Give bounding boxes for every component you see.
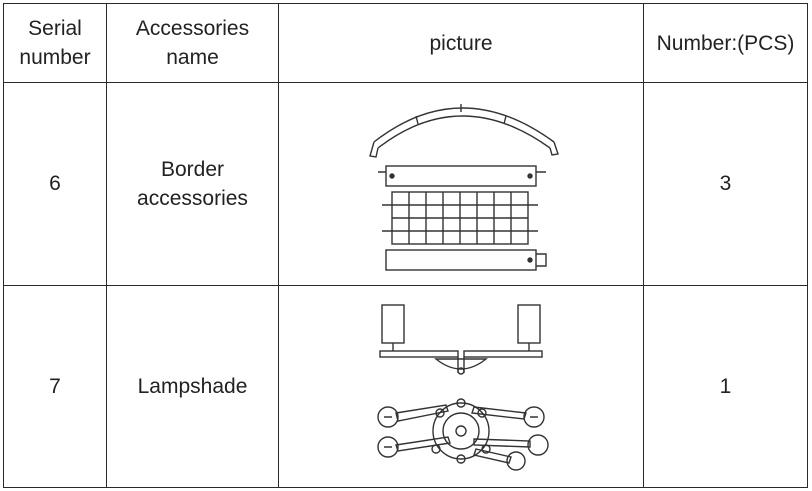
lampshade-drawing-icon <box>377 304 549 471</box>
name-line2: accessories <box>137 187 248 211</box>
table-row: 7 Lampshade <box>3 284 808 489</box>
header-picture: picture <box>278 2 644 84</box>
header-number-pcs: Number:(PCS) <box>643 2 808 84</box>
header-name-line1: Accessories <box>135 16 250 40</box>
name-cell: Lampshade <box>106 284 279 489</box>
name-cell: Border accessories <box>106 82 279 286</box>
header-serial-number: Serial number <box>3 2 107 84</box>
table-header-row: Serial number Accessories name picture N… <box>3 2 808 84</box>
serial-cell: 6 <box>3 82 107 286</box>
count-cell: 3 <box>643 82 808 286</box>
header-serial-line2: number <box>19 46 91 70</box>
table-row: 6 Border accessories <box>3 82 808 286</box>
name-line1: Border <box>160 157 225 181</box>
picture-cell <box>278 82 644 286</box>
header-name-line2: name <box>166 46 219 70</box>
picture-cell <box>278 284 644 489</box>
border-accessories-drawing-icon <box>369 104 559 271</box>
header-accessories-name: Accessories name <box>106 2 279 84</box>
name-line1: Lampshade <box>137 374 248 398</box>
count-cell: 1 <box>643 284 808 489</box>
accessories-table: Serial number Accessories name picture N… <box>3 2 808 489</box>
serial-cell: 7 <box>3 284 107 489</box>
header-serial-line1: Serial <box>28 16 82 40</box>
